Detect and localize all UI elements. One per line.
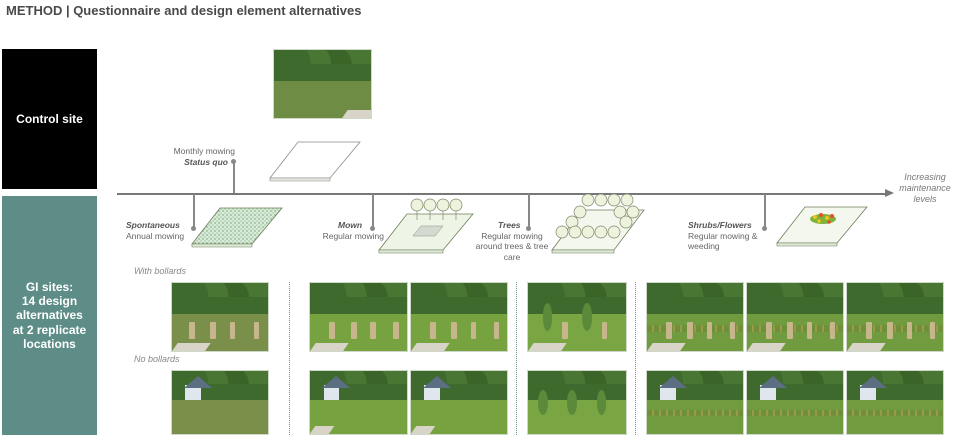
photo-trees-bollards xyxy=(527,282,627,352)
mown-dot xyxy=(370,226,375,231)
axis-label: Increasing maintenance levels xyxy=(899,172,951,204)
axis-arrow-head xyxy=(885,189,894,197)
trees-sketch xyxy=(551,193,645,254)
divider-2 xyxy=(516,282,517,435)
photo-shrubs-no-bollards-3 xyxy=(846,370,944,435)
spontaneous-dot xyxy=(191,226,196,231)
trees-label: Trees Regular mowing around trees & tree… xyxy=(474,220,550,263)
spontaneous-leader xyxy=(193,194,195,228)
control-site-box: Control site xyxy=(2,49,97,189)
photo-shrubs-no-bollards-2 xyxy=(746,370,844,435)
spontaneous-subtitle: Annual mowing xyxy=(126,230,185,241)
shrubs-sketch xyxy=(776,206,868,247)
no-bollards-label: No bollards xyxy=(134,354,180,364)
photo-spontaneous-bollards xyxy=(171,282,269,352)
status-quo-title: Status quo xyxy=(184,156,228,167)
shrubs-leader xyxy=(764,194,766,228)
mown-title: Mown xyxy=(338,220,363,230)
maintenance-axis xyxy=(117,193,888,195)
trees-subtitle: Regular mowing around trees & tree care xyxy=(475,230,549,262)
status-quo-subtitle: Monthly mowing xyxy=(173,146,235,156)
gi-sites-line-1: GI sites: xyxy=(25,279,74,294)
photo-mown-bollards-1 xyxy=(309,282,408,352)
mown-label: Mown Regular mowing xyxy=(300,220,384,241)
control-site-photo xyxy=(273,49,372,119)
divider-3 xyxy=(635,282,636,435)
spontaneous-sketch xyxy=(191,207,283,248)
photo-mown-bollards-2 xyxy=(410,282,508,352)
trees-title: Trees xyxy=(498,220,521,230)
mown-subtitle: Regular mowing xyxy=(322,230,384,241)
shrubs-dot xyxy=(762,226,767,231)
page-title: METHOD | Questionnaire and design elemen… xyxy=(6,3,362,18)
control-site-label: Control site xyxy=(16,111,83,126)
photo-shrubs-bollards-3 xyxy=(846,282,944,352)
photo-mown-no-bollards-1 xyxy=(309,370,408,435)
divider-1 xyxy=(289,282,290,435)
photo-trees-no-bollards xyxy=(527,370,627,435)
shrubs-title: Shrubs/Flowers xyxy=(688,220,752,230)
status-quo-label: Monthly mowing Status quo xyxy=(140,146,235,167)
photo-shrubs-bollards-1 xyxy=(646,282,744,352)
with-bollards-label: With bollards xyxy=(134,266,186,276)
shrubs-label: Shrubs/Flowers Regular mowing & weeding xyxy=(688,220,768,252)
spontaneous-label: Spontaneous Annual mowing xyxy=(126,220,196,241)
photo-spontaneous-no-bollards xyxy=(171,370,269,435)
trees-leader xyxy=(528,194,530,228)
status-quo-leader xyxy=(233,161,235,193)
status-quo-dot xyxy=(231,159,236,164)
spontaneous-title: Spontaneous xyxy=(126,220,180,230)
status-quo-sketch xyxy=(269,141,361,182)
mown-leader xyxy=(372,194,374,228)
trees-dot xyxy=(526,226,531,231)
photo-shrubs-bollards-2 xyxy=(746,282,844,352)
photo-mown-no-bollards-2 xyxy=(410,370,508,435)
mown-sketch xyxy=(378,198,474,254)
photo-shrubs-no-bollards-1 xyxy=(646,370,744,435)
shrubs-subtitle: Regular mowing & weeding xyxy=(688,230,758,252)
